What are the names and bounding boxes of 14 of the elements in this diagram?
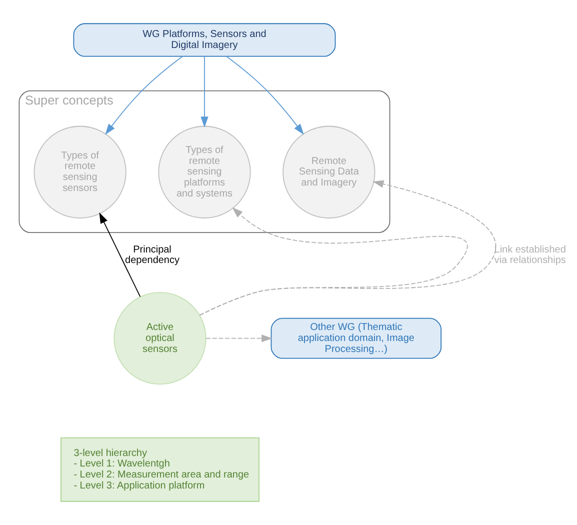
- arrow: [206, 334, 272, 342]
- edge-label: Principal dependency: [125, 244, 180, 266]
- arrow: [199, 180, 496, 316]
- arrow: [105, 56, 183, 135]
- node-circle: Types of remote sensing sensors: [34, 126, 126, 218]
- node-box: Other WG (Thematic application domain, Image Processing…): [270, 318, 442, 359]
- arrow: [226, 56, 304, 135]
- arrow: [99, 212, 141, 298]
- node-box: WG Platforms, Sensors and Digital Imagery: [73, 23, 336, 57]
- arrow: [200, 56, 208, 128]
- node-circle: Active optical sensors: [114, 292, 206, 385]
- arrow: [199, 207, 468, 316]
- node-box: 3-level hierarchy - Level 1: Wavelentgh - Level 2: Measurement area and range - Level 3: Application platform: [60, 437, 260, 502]
- node-circle: Remote Sensing Data and Imagery: [282, 126, 376, 218]
